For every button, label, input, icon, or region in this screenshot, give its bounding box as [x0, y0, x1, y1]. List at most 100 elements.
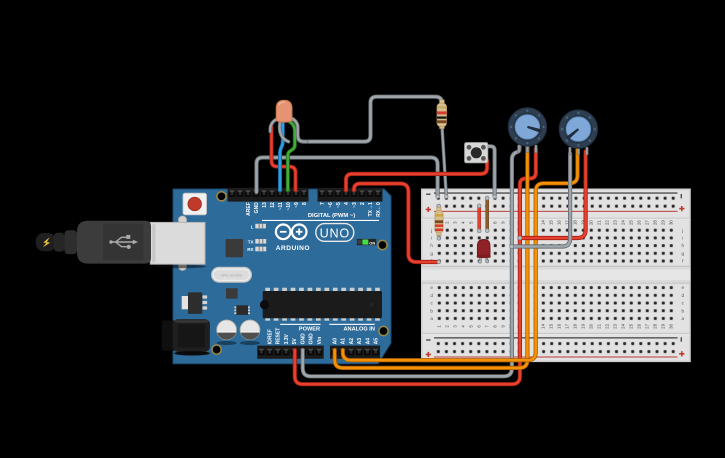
svg-text:15: 15 [548, 323, 553, 328]
svg-text:25: 25 [628, 323, 633, 328]
svg-text:16: 16 [556, 323, 561, 328]
svg-text:18: 18 [572, 220, 577, 225]
svg-text:29: 29 [660, 323, 665, 328]
svg-text:GND: GND [300, 333, 306, 345]
svg-text:~11: ~11 [278, 202, 284, 210]
svg-text:5: 5 [468, 221, 473, 224]
svg-text:2: 2 [360, 202, 366, 205]
svg-text:26: 26 [636, 220, 641, 225]
svg-text:2: 2 [444, 221, 449, 224]
svg-text:20: 20 [588, 220, 593, 225]
svg-text:17: 17 [564, 323, 569, 328]
svg-text:a: a [682, 316, 685, 321]
svg-text:2: 2 [444, 325, 449, 328]
svg-text:h: h [682, 243, 685, 248]
svg-text:30: 30 [668, 323, 673, 328]
svg-text:e: e [682, 285, 685, 290]
svg-text:8: 8 [302, 202, 308, 205]
svg-text:DIGITAL (PWM ~): DIGITAL (PWM ~) [308, 213, 355, 219]
svg-text:A0: A0 [332, 338, 338, 345]
svg-text:1: 1 [436, 325, 441, 328]
svg-text:ON: ON [369, 240, 375, 245]
svg-text:A4: A4 [365, 338, 371, 345]
svg-text:19: 19 [580, 220, 585, 225]
svg-text:j: j [681, 228, 683, 233]
svg-text:TX: TX [248, 240, 255, 245]
svg-text:24: 24 [620, 220, 625, 225]
svg-text:SPKL16.000G: SPKL16.000G [221, 274, 243, 278]
svg-text:27: 27 [644, 323, 649, 328]
svg-text:L: L [251, 225, 254, 230]
svg-text:Vin: Vin [317, 337, 323, 345]
svg-text:7: 7 [484, 325, 489, 328]
svg-text:A1: A1 [341, 338, 347, 345]
svg-text:GND: GND [309, 333, 315, 345]
svg-text:19: 19 [580, 323, 585, 328]
svg-text:c: c [682, 301, 685, 306]
svg-text:~6: ~6 [328, 202, 334, 208]
svg-text:4: 4 [460, 221, 465, 224]
svg-text:h: h [430, 243, 433, 248]
svg-text:9: 9 [500, 221, 505, 224]
svg-text:~9: ~9 [294, 202, 300, 208]
svg-text:b: b [682, 308, 685, 313]
svg-text:POWER: POWER [299, 326, 320, 332]
svg-text:27: 27 [644, 220, 649, 225]
svg-text:IOREF: IOREF [268, 329, 274, 344]
svg-text:RX: RX [247, 247, 254, 252]
svg-text:RESET: RESET [276, 328, 282, 345]
svg-text:GND: GND [254, 202, 260, 214]
svg-text:ARDUINO: ARDUINO [276, 245, 310, 252]
svg-text:7: 7 [320, 202, 326, 205]
svg-text:13: 13 [262, 202, 268, 208]
svg-text:~10: ~10 [286, 202, 292, 211]
svg-text:i: i [682, 236, 683, 241]
svg-text:g: g [430, 251, 433, 256]
svg-text:15: 15 [548, 220, 553, 225]
svg-text:30: 30 [668, 220, 673, 225]
svg-text:21: 21 [596, 323, 601, 328]
svg-text:12: 12 [270, 202, 276, 208]
svg-text:3.3V: 3.3V [284, 333, 290, 344]
svg-text:22: 22 [604, 220, 609, 225]
svg-text:A5: A5 [374, 338, 380, 345]
svg-text:b: b [430, 308, 433, 313]
svg-text:14: 14 [540, 323, 545, 328]
svg-text:18: 18 [572, 323, 577, 328]
svg-text:28: 28 [652, 323, 657, 328]
svg-text:3: 3 [452, 221, 457, 224]
svg-text:8: 8 [492, 325, 497, 328]
svg-text:c: c [430, 301, 433, 306]
svg-text:ANALOG IN: ANALOG IN [344, 326, 375, 332]
svg-text:5V: 5V [292, 338, 298, 345]
svg-text:8: 8 [492, 221, 497, 224]
svg-text:~3: ~3 [352, 202, 358, 208]
svg-text:a: a [430, 316, 433, 321]
svg-text:5: 5 [468, 325, 473, 328]
svg-text:25: 25 [628, 220, 633, 225]
svg-text:28: 28 [652, 220, 657, 225]
svg-text:22: 22 [604, 323, 609, 328]
svg-text:d: d [682, 293, 685, 298]
svg-text:4: 4 [344, 202, 350, 205]
svg-text:29: 29 [660, 220, 665, 225]
svg-text:24: 24 [620, 323, 625, 328]
svg-text:21: 21 [596, 220, 601, 225]
svg-text:~5: ~5 [336, 202, 342, 208]
svg-text:4: 4 [460, 325, 465, 328]
svg-text:UNO: UNO [320, 226, 350, 240]
svg-text:16: 16 [556, 220, 561, 225]
svg-text:6: 6 [476, 325, 481, 328]
svg-text:e: e [430, 285, 433, 290]
svg-text:i: i [431, 236, 432, 241]
svg-text:AREF: AREF [246, 202, 252, 216]
svg-text:9: 9 [500, 325, 505, 328]
svg-text:3: 3 [452, 325, 457, 328]
svg-text:j: j [430, 228, 432, 233]
svg-text:g: g [682, 251, 685, 256]
svg-text:TX→1: TX→1 [368, 202, 374, 216]
svg-text:RX←0: RX←0 [376, 202, 382, 217]
svg-text:20: 20 [588, 323, 593, 328]
svg-text:f: f [682, 259, 684, 264]
svg-text:23: 23 [612, 220, 617, 225]
